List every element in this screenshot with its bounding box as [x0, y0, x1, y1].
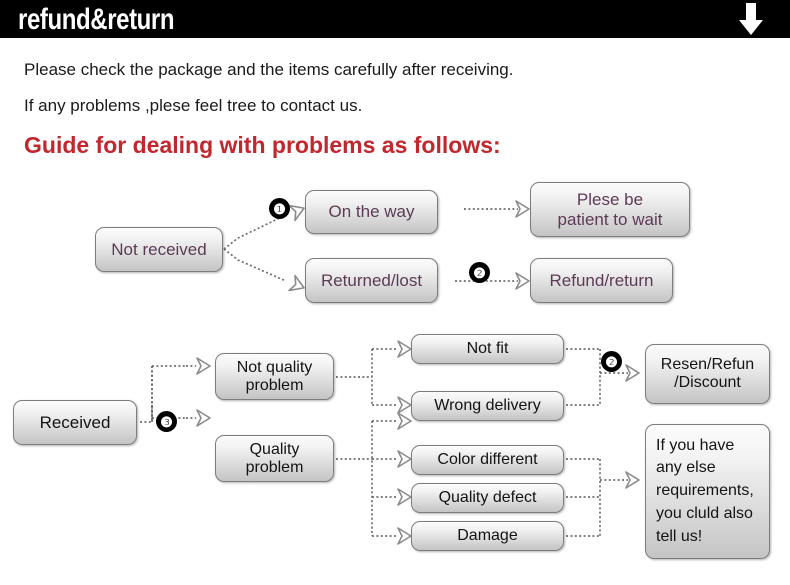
- node-wrong-delivery[interactable]: Wrong delivery: [411, 391, 564, 421]
- badge-two-upper: ❷: [469, 262, 490, 283]
- intro-line-2: If any problems ,plese feel tree to cont…: [24, 96, 363, 115]
- badge-three: ❸: [156, 411, 177, 432]
- node-quality-problem[interactable]: Quality problem: [215, 435, 334, 482]
- node-received[interactable]: Received: [13, 400, 137, 445]
- node-color-different[interactable]: Color different: [411, 445, 564, 475]
- page-title: refund&return: [18, 3, 175, 36]
- badge-one: ❶: [269, 198, 290, 219]
- node-returned-lost[interactable]: Returned/lost: [305, 258, 438, 303]
- node-damage[interactable]: Damage: [411, 521, 564, 551]
- node-contact-note[interactable]: If you have any else requirements, you c…: [645, 424, 770, 559]
- node-quality-defect[interactable]: Quality defect: [411, 483, 564, 513]
- header-bar: refund&return: [0, 0, 790, 38]
- intro-line-1: Please check the package and the items c…: [24, 60, 514, 79]
- node-not-received[interactable]: Not received: [95, 227, 223, 272]
- guide-heading: Guide for dealing with problems as follo…: [24, 132, 501, 158]
- node-resend-refund-discount[interactable]: Resen/Refun /Discount: [645, 344, 770, 404]
- node-plese-be-patient[interactable]: Plese be patient to wait: [530, 182, 690, 237]
- badge-two-lower: ❷: [601, 351, 622, 372]
- node-not-quality-problem[interactable]: Not quality problem: [215, 353, 334, 400]
- node-not-fit[interactable]: Not fit: [411, 334, 564, 364]
- node-refund-return[interactable]: Refund/return: [530, 258, 673, 303]
- down-arrow-icon: [739, 3, 763, 35]
- node-on-the-way[interactable]: On the way: [305, 190, 438, 234]
